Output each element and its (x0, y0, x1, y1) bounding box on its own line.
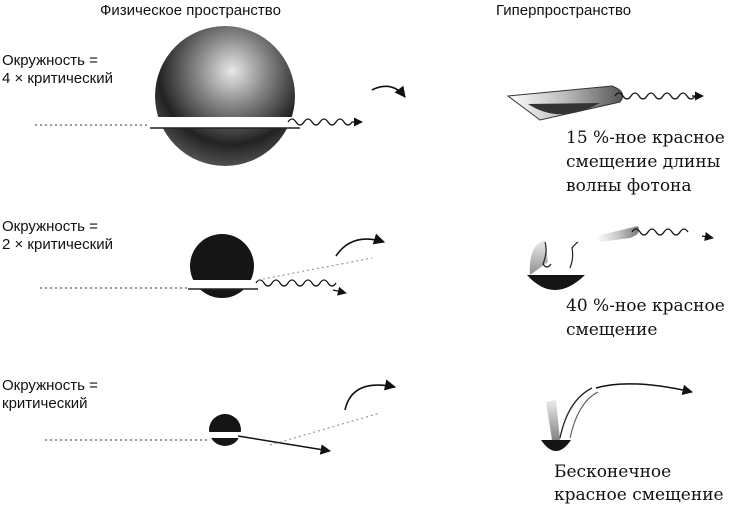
row3-hyper-photon-line (595, 383, 694, 396)
row1-hyper-photon-wave (614, 92, 696, 100)
hyperspace-heading: Гиперпространство (496, 2, 632, 19)
row3-star-sphere (209, 414, 241, 446)
row1-physical-star (35, 26, 363, 166)
row1-star-equator-gap (150, 117, 300, 128)
row1-photon-wave (287, 118, 353, 126)
row1-shallow-dip (528, 103, 600, 115)
row3-redshift-caption-line2: красное смещение (554, 485, 724, 505)
row2-redshift-caption-line1: 40 %-ное красное (566, 296, 725, 316)
row2-funnel-bowl (527, 275, 585, 290)
row3-hyperspace-funnel (541, 383, 694, 451)
row2-circumference-label: Окружность = (2, 218, 98, 235)
row1-circumference-value: 4 × критический (2, 70, 113, 87)
row2-hyper-photon-wave (631, 228, 689, 236)
row3-transition-arrow (344, 379, 397, 411)
row3-physical-star (45, 412, 381, 455)
row1-redshift-caption-line2: смещение длины (566, 152, 721, 172)
row2-star-equator-gap (188, 280, 258, 289)
row2-photon-wave (255, 279, 337, 287)
row1-star-sphere (155, 26, 295, 166)
row1-transition-arrow (371, 85, 406, 98)
row1-circumference-label: Окружность = (2, 52, 98, 69)
row2-transition-arrow (335, 233, 386, 257)
row3-funnel-bowl (541, 440, 571, 451)
row3-circumference-label: Окружность = (2, 377, 98, 394)
row2-funnel-photon (569, 241, 579, 269)
row3-funnel-photon (559, 387, 593, 439)
row3-circumference-value: критический (2, 395, 88, 412)
physical-space-heading: Физическое пространство (100, 2, 281, 19)
row3-redshift-caption-line1: Бесконечное (554, 462, 672, 482)
row2-redshift-caption-line2: смещение (566, 320, 658, 340)
row1-redshift-caption-line1: 15 %-ное красное (566, 128, 725, 148)
row1-hyperspace-sheet (506, 85, 704, 121)
row3-photon-line (237, 435, 332, 455)
row2-deflected-path (257, 257, 373, 281)
row1-curved-sheet (506, 85, 624, 121)
row2-circumference-value: 2 × критический (2, 236, 113, 253)
row2-physical-star (40, 234, 373, 298)
row2-hyperspace-funnel (527, 226, 714, 290)
row1-redshift-caption-line3: волны фотона (566, 176, 692, 196)
row3-deflected-path (269, 412, 381, 446)
